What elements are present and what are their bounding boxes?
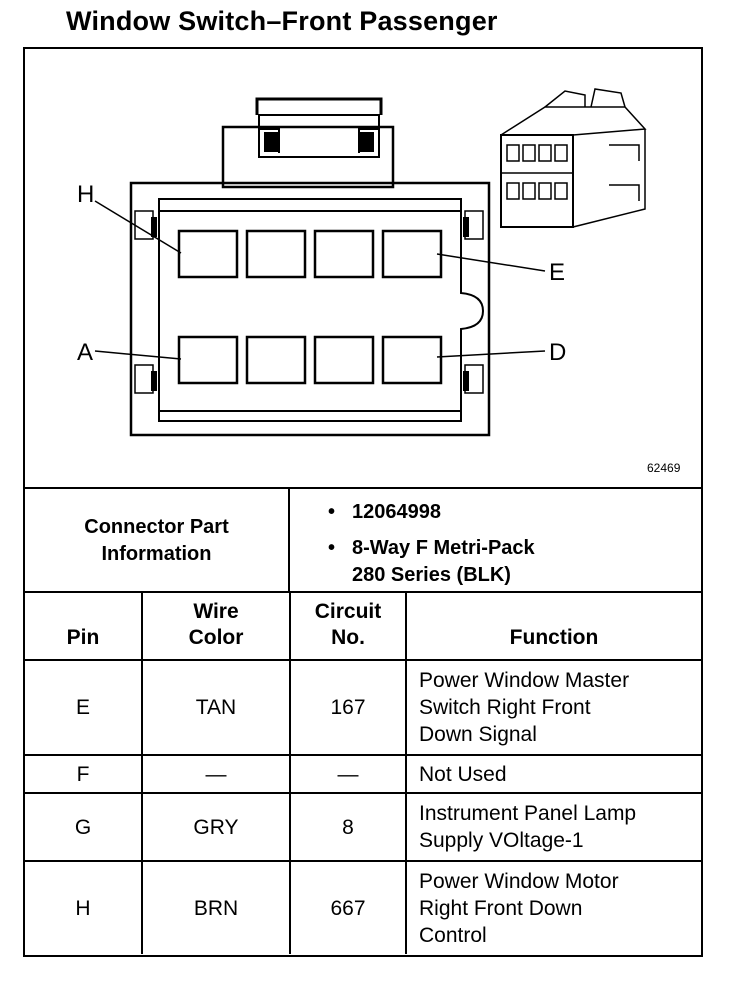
pin-label-h: H: [77, 181, 95, 208]
function-cell: Not Used: [405, 754, 701, 794]
connector-info-row: Connector Part Information • 12064998 • …: [25, 487, 701, 593]
connector-info-label-line2: Information: [101, 543, 212, 565]
header-pin: Pin: [25, 591, 143, 661]
pin-cell: F: [25, 754, 143, 794]
pin-cell: G: [25, 792, 143, 862]
pin-cell: E: [25, 659, 143, 756]
wire-color-cell: BRN: [141, 860, 291, 954]
wire-color-cell: —: [141, 754, 291, 794]
header-function: Function: [405, 591, 701, 661]
table-row: G GRY 8 Instrument Panel Lamp Supply VOl…: [25, 792, 701, 862]
pin-cell: H: [25, 860, 143, 954]
pin-label-e: E: [549, 259, 566, 286]
wire-color-cell: TAN: [141, 659, 291, 756]
bullet-description: •: [328, 537, 336, 559]
function-cell: Instrument Panel Lamp Supply VOltage-1: [405, 792, 701, 862]
circuit-cell: 667: [289, 860, 407, 954]
circuit-cell: 8: [289, 792, 407, 862]
circuit-cell: —: [289, 754, 407, 794]
function-cell: Power Window Motor Right Front Down Cont…: [405, 860, 701, 954]
page-title: Window Switch–Front Passenger: [66, 6, 498, 36]
pin-label-d: D: [549, 339, 567, 366]
table-row: E TAN 167 Power Window Master Switch Rig…: [25, 659, 701, 756]
figure-number: 62469: [647, 461, 681, 475]
function-cell: Power Window Master Switch Right Front D…: [405, 659, 701, 756]
circuit-cell: 167: [289, 659, 407, 756]
connector-info-label: Connector Part Information: [25, 489, 290, 593]
pin-label-a: A: [77, 339, 94, 366]
part-number: 12064998: [352, 501, 441, 523]
table-row: F — — Not Used: [25, 754, 701, 794]
bullet-part-number: •: [328, 501, 336, 523]
connector-description-line2: 280 Series (BLK): [352, 564, 511, 586]
connector-diagram: H E A D 62469: [25, 49, 701, 487]
connector-info-values: • 12064998 • 8-Way F Metri-Pack 280 Seri…: [290, 489, 701, 593]
wire-color-cell: GRY: [141, 792, 291, 862]
connector-info-label-line1: Connector Part: [84, 516, 229, 538]
table-row: H BRN 667 Power Window Motor Right Front…: [25, 860, 701, 954]
connector-description-line1: 8-Way F Metri-Pack: [352, 537, 535, 559]
connector-frame: H E A D 62469 Connector Part Information…: [23, 47, 703, 957]
connector-face-drawing: [94, 88, 647, 437]
